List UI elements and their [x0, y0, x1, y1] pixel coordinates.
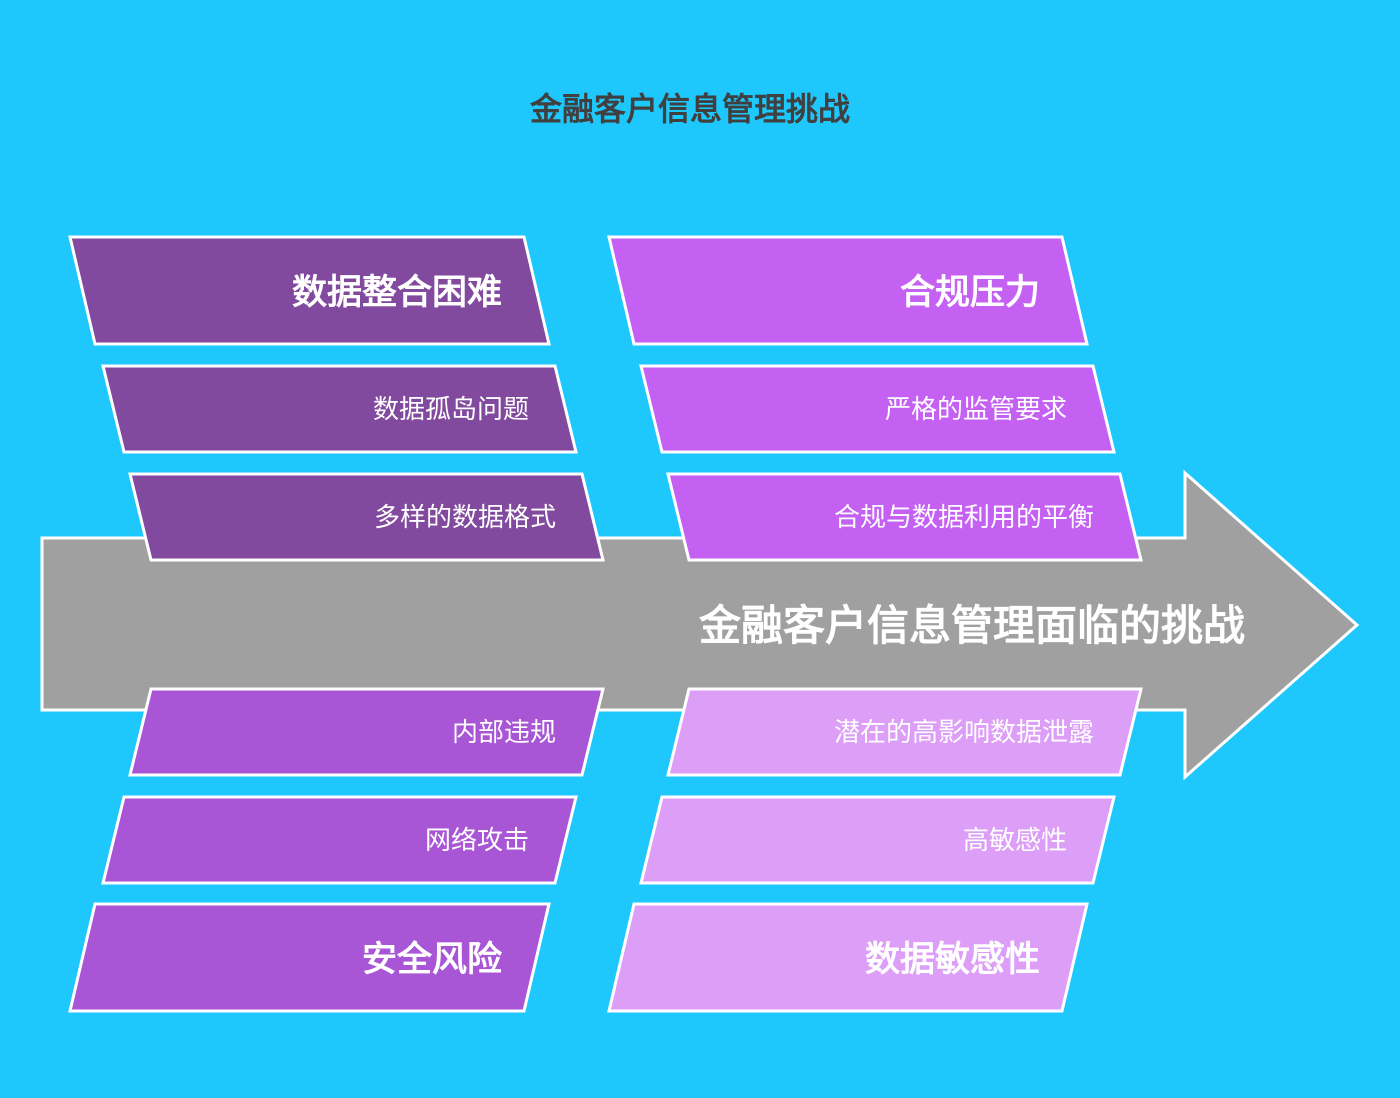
group-compliance: 合规压力 严格的监管要求 合规与数据利用的平衡 — [607, 235, 1143, 562]
item-data-silos: 数据孤岛问题 — [373, 395, 529, 425]
group-data-integration-item-1 — [101, 364, 578, 454]
item-internal-violation: 内部违规 — [452, 718, 556, 748]
group-security-item-2 — [101, 795, 578, 885]
group-sensitivity-item-1 — [666, 687, 1143, 777]
item-compliance-balance: 合规与数据利用的平衡 — [834, 503, 1094, 533]
group-compliance-header — [607, 235, 1089, 346]
group-data-integration-item-2 — [128, 472, 605, 562]
group-data-integration-title: 数据整合困难 — [292, 273, 502, 313]
group-sensitivity: 潜在的高影响数据泄露 高敏感性 数据敏感性 — [607, 687, 1143, 1013]
group-sensitivity-title: 数据敏感性 — [865, 940, 1040, 980]
group-compliance-item-2 — [666, 472, 1143, 562]
group-sensitivity-header — [607, 902, 1089, 1013]
item-strict-regulation: 严格的监管要求 — [885, 395, 1067, 425]
item-diverse-formats: 多样的数据格式 — [374, 503, 556, 533]
group-sensitivity-item-2 — [639, 795, 1116, 885]
group-security: 内部违规 网络攻击 安全风险 — [68, 687, 605, 1013]
group-security-header — [68, 902, 551, 1013]
item-high-sensitivity: 高敏感性 — [963, 826, 1067, 856]
item-cyber-attack: 网络攻击 — [425, 826, 529, 856]
spine-label: 金融客户信息管理面临的挑战 — [698, 601, 1245, 650]
group-compliance-title: 合规压力 — [900, 273, 1040, 313]
group-security-item-1 — [128, 687, 605, 777]
group-data-integration-header — [68, 235, 551, 346]
group-data-integration: 数据整合困难 数据孤岛问题 多样的数据格式 — [68, 235, 605, 562]
group-compliance-item-1 — [639, 364, 1116, 454]
diagram-title: 金融客户信息管理挑战 — [529, 90, 850, 128]
group-security-title: 安全风险 — [362, 939, 503, 980]
item-high-impact-leak: 潜在的高影响数据泄露 — [834, 718, 1094, 748]
